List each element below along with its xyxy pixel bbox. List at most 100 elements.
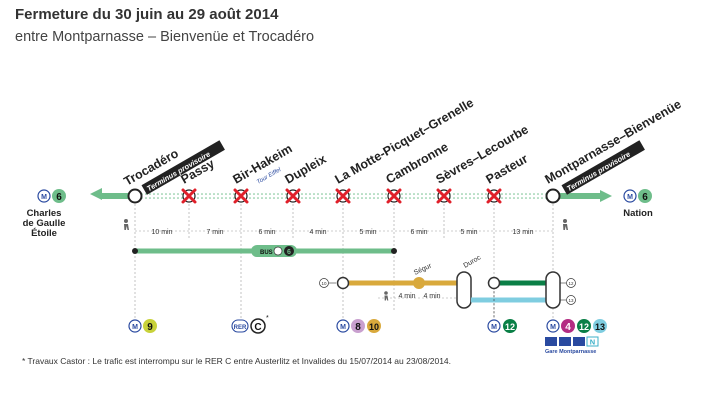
- metro-line-10-connection: Ségur 10: [319, 262, 458, 290]
- footnote: * Travaux Castor : Le trafic est interro…: [22, 356, 452, 366]
- station-marker-trocadero[interactable]: [127, 188, 143, 204]
- walk-time: 4 min: [309, 229, 326, 236]
- line-8-badge: [351, 319, 365, 333]
- line-end-right: M 6 Nation: [623, 189, 653, 219]
- closed-x-icon: [436, 188, 452, 204]
- walk-time: 6 min: [258, 229, 275, 236]
- metro-lines-12-13-connection: 12 13: [471, 271, 576, 318]
- closed-station-markers: [181, 188, 502, 204]
- walk-time-duroc: 4 min: [398, 293, 415, 300]
- line-10-badge: [319, 278, 329, 288]
- svg-text:M: M: [550, 324, 556, 331]
- closed-x-icon: [285, 188, 301, 204]
- metro-logo-icon: [37, 189, 51, 203]
- transilien-n-icon: [586, 336, 599, 347]
- closed-x-icon: [181, 188, 197, 204]
- bus-line: 6: [287, 249, 291, 256]
- line-6-badge: [52, 189, 66, 203]
- svg-text:M: M: [41, 194, 47, 201]
- line-12-label: 12: [505, 322, 515, 332]
- walk-time: 7 min: [206, 229, 223, 236]
- station-markers: [127, 188, 561, 204]
- metro-logo-icon: [623, 189, 637, 203]
- line-13-badge-label: 13: [568, 298, 574, 303]
- line-8-label: 8: [355, 322, 361, 333]
- station-name-dupleix: Dupleix: [283, 152, 329, 187]
- station-duroc: Duroc: [463, 254, 483, 270]
- line-12-badge: [577, 319, 591, 333]
- walk-times-row: 10 min 7 min 6 min 4 min 5 min 6 min 5 m…: [124, 219, 568, 236]
- train-icon: [559, 337, 571, 346]
- line-end-left-name: Étoile: [31, 228, 57, 239]
- closed-x-icon: [486, 188, 502, 204]
- metro-logo-icon: [128, 319, 142, 333]
- metro-logo-icon: [336, 319, 350, 333]
- walk-time: 5 min: [460, 229, 477, 236]
- station-labels: Trocadéro Terminus provisoire Passy Bir-…: [122, 96, 684, 195]
- connection-la-motte: M 8 10: [336, 319, 381, 333]
- line-end-left-line: 6: [56, 192, 62, 203]
- line-10-badge: [367, 319, 381, 333]
- connection-trocadero: M 9: [128, 319, 157, 333]
- pedestrian-icon: [124, 219, 129, 230]
- rer-logo-icon: [231, 319, 249, 333]
- line-10-label: 10: [369, 322, 379, 332]
- line-12-badge: [566, 278, 576, 288]
- line-end-left-name: Charles: [27, 208, 62, 219]
- closed-x-icon: [233, 188, 249, 204]
- guide-lines: [134, 200, 554, 318]
- footnote-marker: *: [266, 315, 269, 322]
- bottom-connections: M 9 RER C * M 8 10 M 12 M: [128, 315, 607, 355]
- line-13-label: 13: [595, 322, 605, 332]
- walk-time: 5 min: [359, 229, 376, 236]
- train-icon: [545, 337, 557, 346]
- line-9-badge: [143, 319, 157, 333]
- walk-time-duroc: 4 min: [423, 293, 440, 300]
- line-6-badge: [284, 246, 294, 256]
- line-10-badge-label: 10: [321, 281, 327, 286]
- pedestrian-icon: [563, 219, 568, 230]
- bus-label: BUS: [260, 250, 273, 256]
- rer-c-label: C: [254, 322, 261, 333]
- walk-time: 13 min: [512, 229, 533, 236]
- station-name-montparnasse: Montparnasse–Bienvenüe: [543, 97, 684, 187]
- line-end-right-line: 6: [642, 192, 648, 203]
- train-icon: [573, 337, 585, 346]
- svg-text:M: M: [340, 324, 346, 331]
- svg-text:RER: RER: [234, 325, 247, 331]
- connection-pasteur: M 12: [487, 319, 517, 333]
- svg-text:N: N: [590, 338, 595, 347]
- metro-logo-icon: [546, 319, 560, 333]
- walk-time: 10 min: [151, 229, 172, 236]
- closed-x-icon: [386, 188, 402, 204]
- connection-bir-hakeim: RER C *: [231, 315, 269, 334]
- station-marker-montparnasse[interactable]: [545, 188, 561, 204]
- svg-text:M: M: [132, 324, 138, 331]
- metro-logo-icon: [273, 246, 283, 256]
- line-end-left-name: de Gaulle: [23, 218, 66, 229]
- station-segur: Ségur: [413, 262, 433, 277]
- metro-line-6: [90, 188, 612, 202]
- connection-montparnasse: M 4 12 13 N Gare Montparnasse: [545, 319, 607, 355]
- line-13-badge: [593, 319, 607, 333]
- rer-c-badge: [250, 318, 266, 334]
- line-end-right-name: Nation: [623, 208, 653, 219]
- replacement-bus-line: BUS 6: [132, 245, 397, 257]
- gare-montparnasse-label: Gare Montparnasse: [545, 349, 596, 355]
- closed-x-icon: [335, 188, 351, 204]
- line-12-label: 12: [579, 322, 589, 332]
- line-12-badge: [503, 319, 517, 333]
- page-subtitle: entre Montparnasse – Bienvenüe et Trocad…: [15, 29, 315, 45]
- walk-time: 6 min: [410, 229, 427, 236]
- svg-text:M: M: [627, 194, 633, 201]
- line-13-badge: [566, 295, 576, 305]
- metro-logo-icon: [487, 319, 501, 333]
- svg-text:M: M: [491, 324, 497, 331]
- line-12-badge-label: 12: [568, 281, 574, 286]
- line-4-badge: [561, 319, 575, 333]
- line-9-label: 9: [147, 322, 153, 333]
- pedestrian-icon: [384, 291, 389, 301]
- line-4-label: 4: [565, 322, 571, 333]
- line-6-badge: [638, 189, 652, 203]
